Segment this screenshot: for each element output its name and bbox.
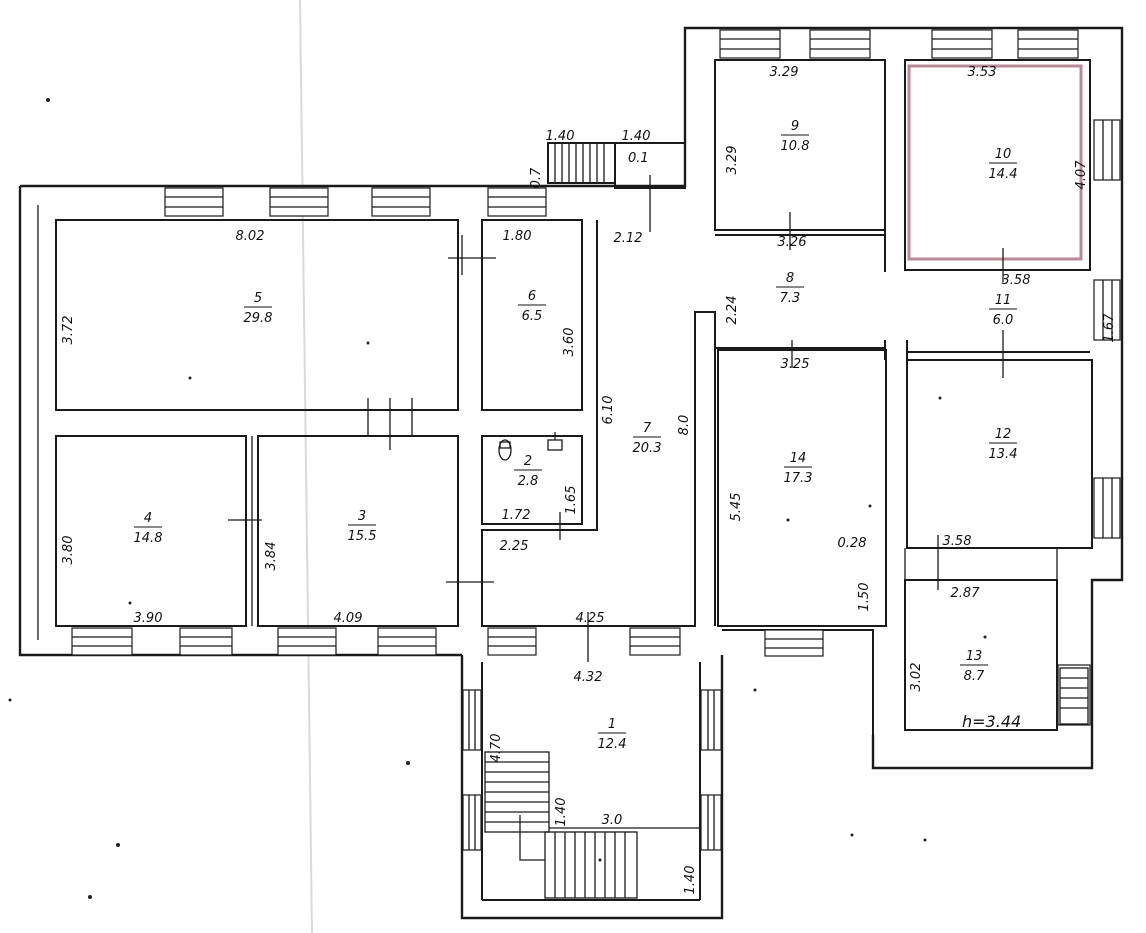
dimension-label: 3.53 (968, 65, 997, 80)
dimension-label: 1.40 (622, 129, 651, 144)
dimension-label: 3.80 (61, 536, 76, 565)
dimension-label: 1.50 (857, 583, 872, 612)
dimension-label: 1.40 (554, 798, 569, 827)
dimension-label: 3.0 (602, 813, 623, 828)
porch-label: 0.1 (628, 151, 649, 166)
room-10-outline (904, 59, 1091, 271)
dimension-label: 1.65 (564, 486, 579, 515)
room-5-number: 5 (254, 291, 262, 306)
dimension-label: 5.45 (729, 493, 744, 522)
room-1-area: 12.4 (598, 737, 627, 752)
dimension-label: 3.26 (778, 235, 807, 250)
room-14-number: 14 (790, 451, 807, 466)
dimension-label: 0.28 (838, 536, 867, 551)
dimension-label: 1.40 (683, 866, 698, 895)
dimension-label: 3.72 (61, 316, 76, 345)
room-5-outline (55, 219, 459, 411)
dimension-label: 3.84 (264, 542, 279, 571)
room-10-area: 14.4 (989, 167, 1018, 182)
room-2-area: 2.8 (518, 474, 539, 489)
dimension-label: 3.58 (1002, 273, 1031, 288)
dimension-label: 2.24 (725, 296, 740, 325)
room-13-area: 8.7 (964, 669, 985, 684)
room-10-highlight (907, 64, 1083, 261)
room-8-area: 7.3 (780, 291, 801, 306)
room-2-outline (481, 435, 583, 525)
room-3-number: 3 (358, 509, 366, 524)
dimension-label: 3.58 (943, 534, 972, 549)
room-9-number: 9 (791, 119, 799, 134)
outer-walls (18, 26, 1124, 920)
room-4-number: 4 (144, 511, 152, 526)
dimension-label: 2.25 (500, 539, 529, 554)
room-6-outline (481, 219, 583, 411)
room-11-area: 6.0 (993, 313, 1014, 328)
dimension-label: 4.25 (576, 611, 605, 626)
dimension-label: 6.10 (601, 396, 616, 425)
room-12-number: 12 (995, 427, 1012, 442)
room-14-area: 17.3 (784, 471, 813, 486)
room-1-number: 1 (608, 717, 616, 732)
room-3-outline (257, 435, 459, 627)
stairs (484, 142, 1089, 899)
room-2-number: 2 (524, 454, 532, 469)
room-14-outline (717, 349, 887, 627)
room-4-area: 14.8 (134, 531, 163, 546)
room-9-area: 10.8 (781, 139, 810, 154)
room-3-area: 15.5 (348, 529, 377, 544)
dimension-label: 3.60 (562, 328, 577, 357)
room-6-number: 6 (528, 289, 536, 304)
dimension-label: 1.72 (502, 508, 531, 523)
dimension-label: 1.67 (1102, 313, 1117, 343)
dimension-label: 3.02 (909, 663, 924, 692)
room-4-outline (55, 435, 247, 627)
dimension-label: 2.12 (614, 231, 643, 246)
paper-crease (299, 0, 313, 933)
dimension-label: 3.25 (781, 357, 810, 372)
dimension-label: 4.70 (489, 734, 504, 763)
room-7-area: 20.3 (633, 441, 662, 456)
dimension-label: 2.87 (951, 586, 981, 601)
dimension-label: 4.32 (574, 670, 603, 685)
dimension-label: 3.29 (725, 146, 740, 175)
room-12-outline (906, 359, 1093, 549)
room-11-number: 11 (995, 293, 1012, 308)
room-labels: 1 12.4 2 2.8 3 15.5 4 14.8 5 29.8 6 6.5 7 20.3 8 7.3 9 10… (134, 119, 1018, 752)
dimension-label: 8.02 (236, 229, 265, 244)
door-marks (228, 175, 1004, 662)
dimension-label: 1.40 (546, 129, 575, 144)
dimension-label: 0.7 (529, 167, 544, 188)
dimension-label: 4.07 (1074, 160, 1089, 190)
room-8-number: 8 (786, 271, 794, 286)
room-13-outline (904, 579, 1058, 731)
room-12-area: 13.4 (989, 447, 1018, 462)
dimension-label: 1.80 (503, 229, 532, 244)
room-5-area: 29.8 (244, 311, 273, 326)
dimension-label: 3.29 (770, 65, 799, 80)
ceiling-height: h=3.44 (962, 712, 1021, 731)
room-13-number: 13 (966, 649, 983, 664)
room-10-number: 10 (995, 147, 1012, 162)
room-9-outline (714, 59, 886, 231)
dimension-label: 4.09 (334, 611, 363, 626)
windows (71, 29, 1121, 851)
scan-dots (8, 98, 987, 899)
room-7-number: 7 (643, 421, 652, 436)
dimension-label: 3.90 (134, 611, 163, 626)
room-6-area: 6.5 (522, 309, 543, 324)
dimension-label: 8.0 (677, 415, 692, 436)
